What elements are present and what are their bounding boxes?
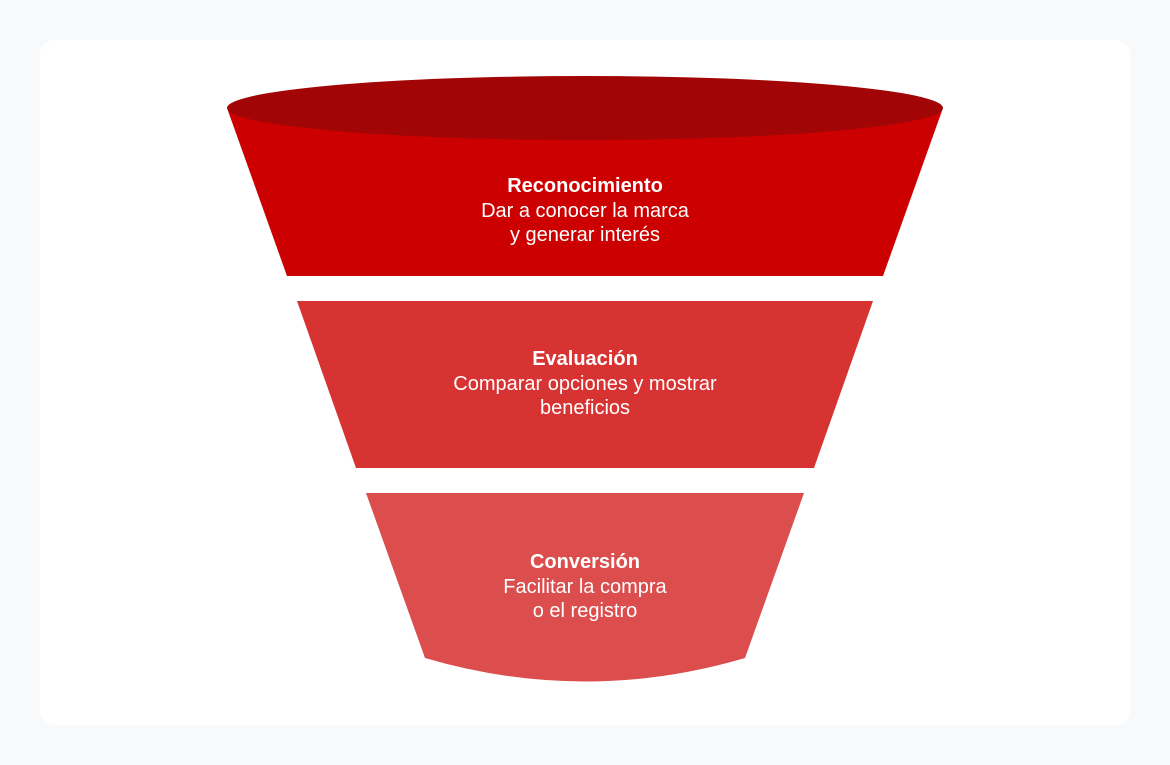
stage-label-1: Reconocimiento Dar a conocer la marca y … <box>385 174 785 248</box>
stage-description: Facilitar la compra o el registro <box>503 575 667 623</box>
funnel-stage-evaluacion <box>297 301 873 468</box>
stage-title: Reconocimiento <box>507 175 663 197</box>
funnel-stage-reconocimiento <box>227 108 943 276</box>
stage-description: Comparar opciones y mostrar beneficios <box>453 372 717 420</box>
stage-title: Evaluación <box>532 348 638 370</box>
stage-description: Dar a conocer la marca y generar interés <box>481 199 689 247</box>
stage-label-2: Evaluación Comparar opciones y mostrar b… <box>385 347 785 421</box>
funnel-rim <box>227 76 943 140</box>
funnel-stage-conversion <box>366 493 804 682</box>
stage-title: Conversión <box>529 551 641 573</box>
stage-label-3: Conversión Facilitar la compra o el regi… <box>385 550 785 624</box>
